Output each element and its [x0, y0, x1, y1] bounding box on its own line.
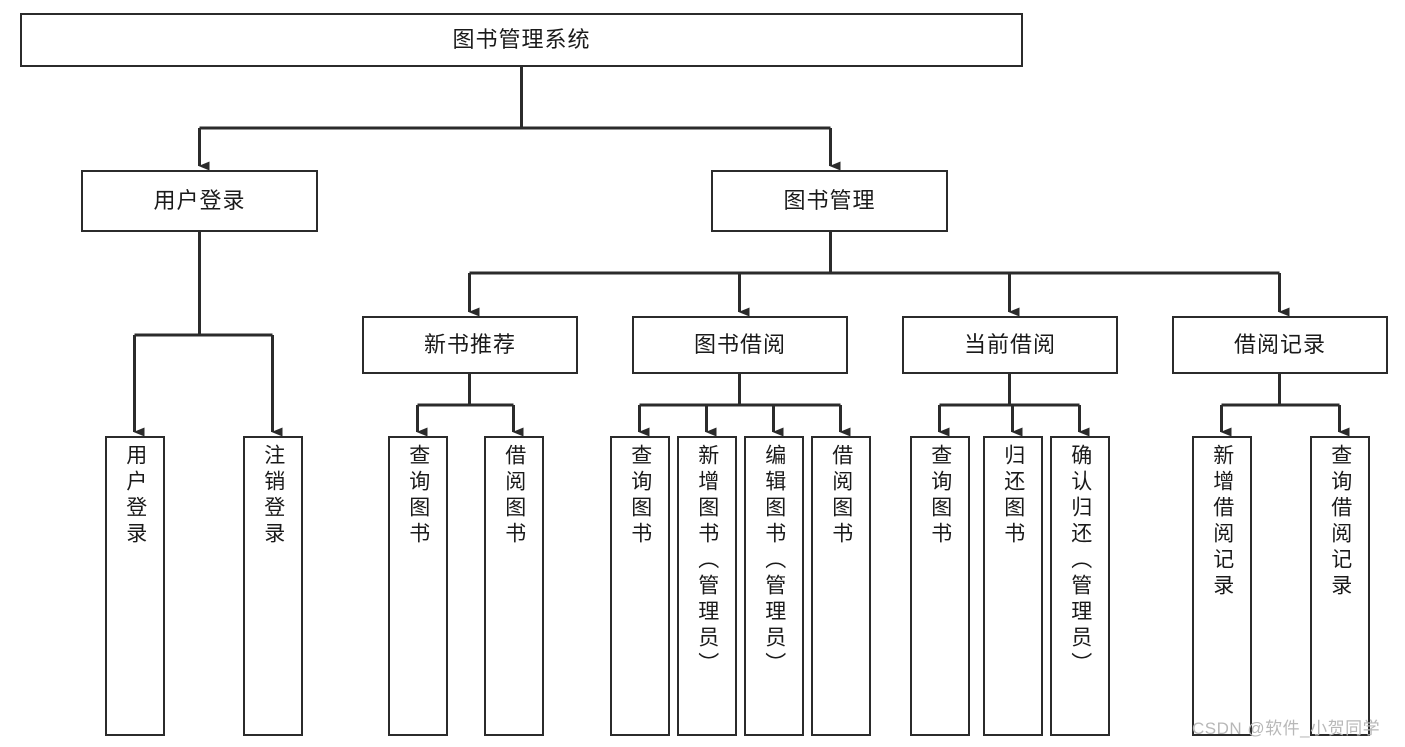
node-root[interactable]: 图书管理系统	[20, 13, 1023, 67]
leaf-add-record-label: 新增借阅记录	[1210, 444, 1234, 600]
leaf-query-book-2[interactable]: 查询图书	[610, 436, 670, 736]
node-current-borrow[interactable]: 当前借阅	[902, 316, 1118, 374]
node-book-manage-label: 图书管理	[783, 187, 876, 213]
leaf-add-record[interactable]: 新增借阅记录	[1192, 436, 1252, 736]
node-book-borrow[interactable]: 图书借阅	[632, 316, 848, 374]
leaf-query-book-3-label: 查询图书	[928, 444, 952, 548]
leaf-user-login-label: 用户登录	[123, 444, 147, 548]
leaf-user-login[interactable]: 用户登录	[105, 436, 165, 736]
node-new-book-rec-label: 新书推荐	[423, 331, 516, 357]
leaf-edit-book-label: 编辑图书（管理员）	[762, 444, 786, 678]
leaf-confirm-return[interactable]: 确认归还（管理员）	[1050, 436, 1110, 736]
leaf-borrow-book-2-label: 借阅图书	[829, 444, 853, 548]
leaf-query-book-2-label: 查询图书	[628, 444, 652, 548]
leaf-borrow-book-1[interactable]: 借阅图书	[484, 436, 544, 736]
leaf-query-book-1-label: 查询图书	[406, 444, 430, 548]
leaf-return-book[interactable]: 归还图书	[983, 436, 1043, 736]
node-borrow-record[interactable]: 借阅记录	[1172, 316, 1388, 374]
leaf-add-book[interactable]: 新增图书（管理员）	[677, 436, 737, 736]
leaf-borrow-book-2[interactable]: 借阅图书	[811, 436, 871, 736]
csdn-watermark: CSDN @软件_小贺同学	[1192, 719, 1381, 738]
node-user-login-label: 用户登录	[153, 187, 246, 213]
leaf-confirm-return-label: 确认归还（管理员）	[1068, 444, 1092, 678]
node-book-borrow-label: 图书借阅	[693, 331, 786, 357]
leaf-return-book-label: 归还图书	[1001, 444, 1025, 548]
leaf-query-record[interactable]: 查询借阅记录	[1310, 436, 1370, 736]
node-book-manage[interactable]: 图书管理	[711, 170, 948, 232]
node-borrow-record-label: 借阅记录	[1233, 331, 1326, 357]
leaf-borrow-book-1-label: 借阅图书	[502, 444, 526, 548]
leaf-logout[interactable]: 注销登录	[243, 436, 303, 736]
leaf-edit-book[interactable]: 编辑图书（管理员）	[744, 436, 804, 736]
node-current-borrow-label: 当前借阅	[963, 331, 1056, 357]
leaf-query-book-1[interactable]: 查询图书	[388, 436, 448, 736]
leaf-query-record-label: 查询借阅记录	[1328, 444, 1352, 600]
node-user-login[interactable]: 用户登录	[81, 170, 318, 232]
leaf-add-book-label: 新增图书（管理员）	[695, 444, 719, 678]
leaf-query-book-3[interactable]: 查询图书	[910, 436, 970, 736]
node-new-book-rec[interactable]: 新书推荐	[362, 316, 578, 374]
node-root-label: 图书管理系统	[452, 26, 591, 52]
leaf-logout-label: 注销登录	[261, 444, 285, 548]
